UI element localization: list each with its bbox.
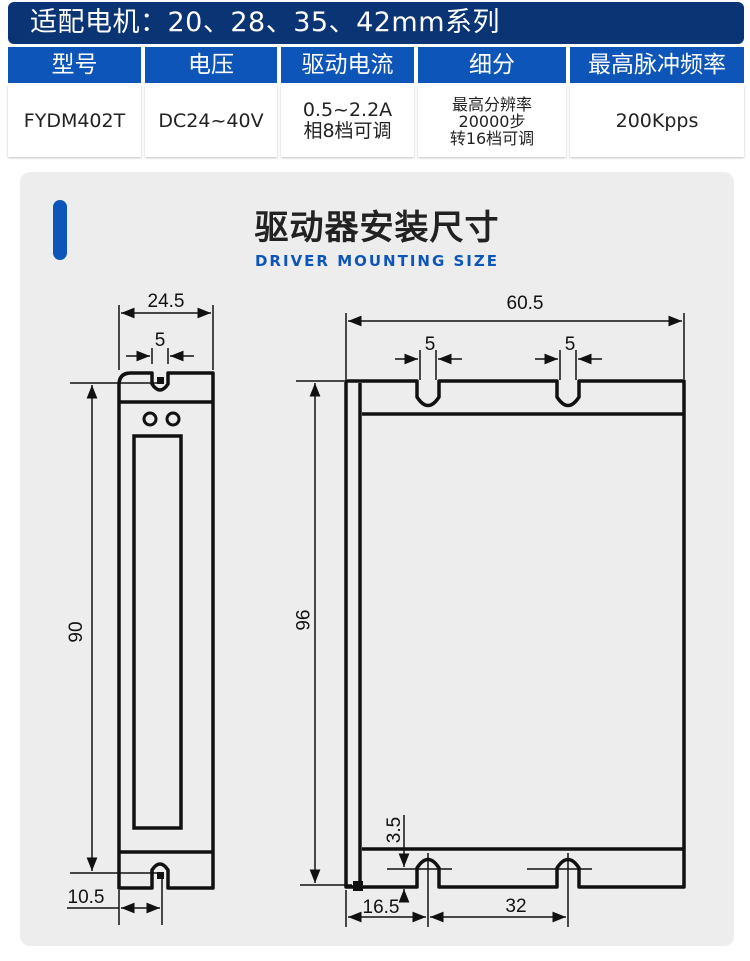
- cell-current: 0.5~2.2A 相8档可调: [281, 85, 414, 157]
- dim-front-slot-left: 5: [425, 334, 436, 355]
- dim-side-width: 24.5: [148, 291, 185, 312]
- dim-front-edge: 3.5: [384, 817, 405, 843]
- dim-side-height: 90: [66, 621, 87, 642]
- col-header-pulse: 最高脉冲频率: [570, 47, 744, 83]
- header-title: 适配电机：20、28、35、42mm系列: [30, 7, 501, 38]
- voltage-value: DC24~40V: [158, 109, 264, 132]
- microstep-line1: 最高分辨率: [451, 94, 532, 114]
- dim-front-width: 60.5: [507, 293, 544, 314]
- cell-microstep: 最高分辨率 20000步 转16档可调: [418, 85, 566, 157]
- table-header-row: 型号 电压 驱动电流 细分 最高脉冲频率: [8, 47, 748, 83]
- mounting-panel: 驱动器安装尺寸 DRIVER MOUNTING SIZE: [20, 172, 734, 946]
- microstep-line2: 20000步: [458, 111, 526, 131]
- current-value: 0.5~2.2A: [302, 99, 393, 121]
- current-note: 相8档可调: [303, 120, 392, 142]
- cell-pulse: 200Kpps: [570, 85, 744, 157]
- dim-front-height: 96: [291, 609, 312, 630]
- section-title: 驱动器安装尺寸: [254, 208, 500, 248]
- dim-side-slot: 5: [155, 330, 166, 351]
- pulse-value: 200Kpps: [615, 109, 699, 132]
- model-value: FYDM402T: [23, 109, 126, 132]
- dim-side-offset: 10.5: [68, 887, 105, 908]
- col-header-current: 驱动电流: [281, 47, 414, 83]
- section-subtitle: DRIVER MOUNTING SIZE: [254, 252, 500, 270]
- side-view: [117, 371, 215, 890]
- col-header-microstep: 细分: [418, 47, 566, 83]
- accent-bar: [53, 200, 67, 260]
- col-header-voltage: 电压: [145, 47, 277, 83]
- table-row: FYDM402T DC24~40V 0.5~2.2A 相8档可调 最高分辨率 2…: [8, 83, 748, 157]
- dim-front-left-offset: 16.5: [363, 897, 400, 918]
- front-view: [344, 379, 686, 889]
- dim-front-hole-spacing: 32: [505, 896, 526, 917]
- col-header-model: 型号: [8, 47, 141, 83]
- cell-voltage: DC24~40V: [145, 85, 277, 157]
- dim-front-slot-right: 5: [565, 334, 576, 355]
- header-banner: 适配电机：20、28、35、42mm系列: [8, 2, 744, 44]
- microstep-line3: 转16档可调: [449, 128, 535, 148]
- cell-model: FYDM402T: [8, 85, 141, 157]
- spec-table: 型号 电压 驱动电流 细分 最高脉冲频率 FYDM402T DC24~40V 0…: [8, 47, 748, 157]
